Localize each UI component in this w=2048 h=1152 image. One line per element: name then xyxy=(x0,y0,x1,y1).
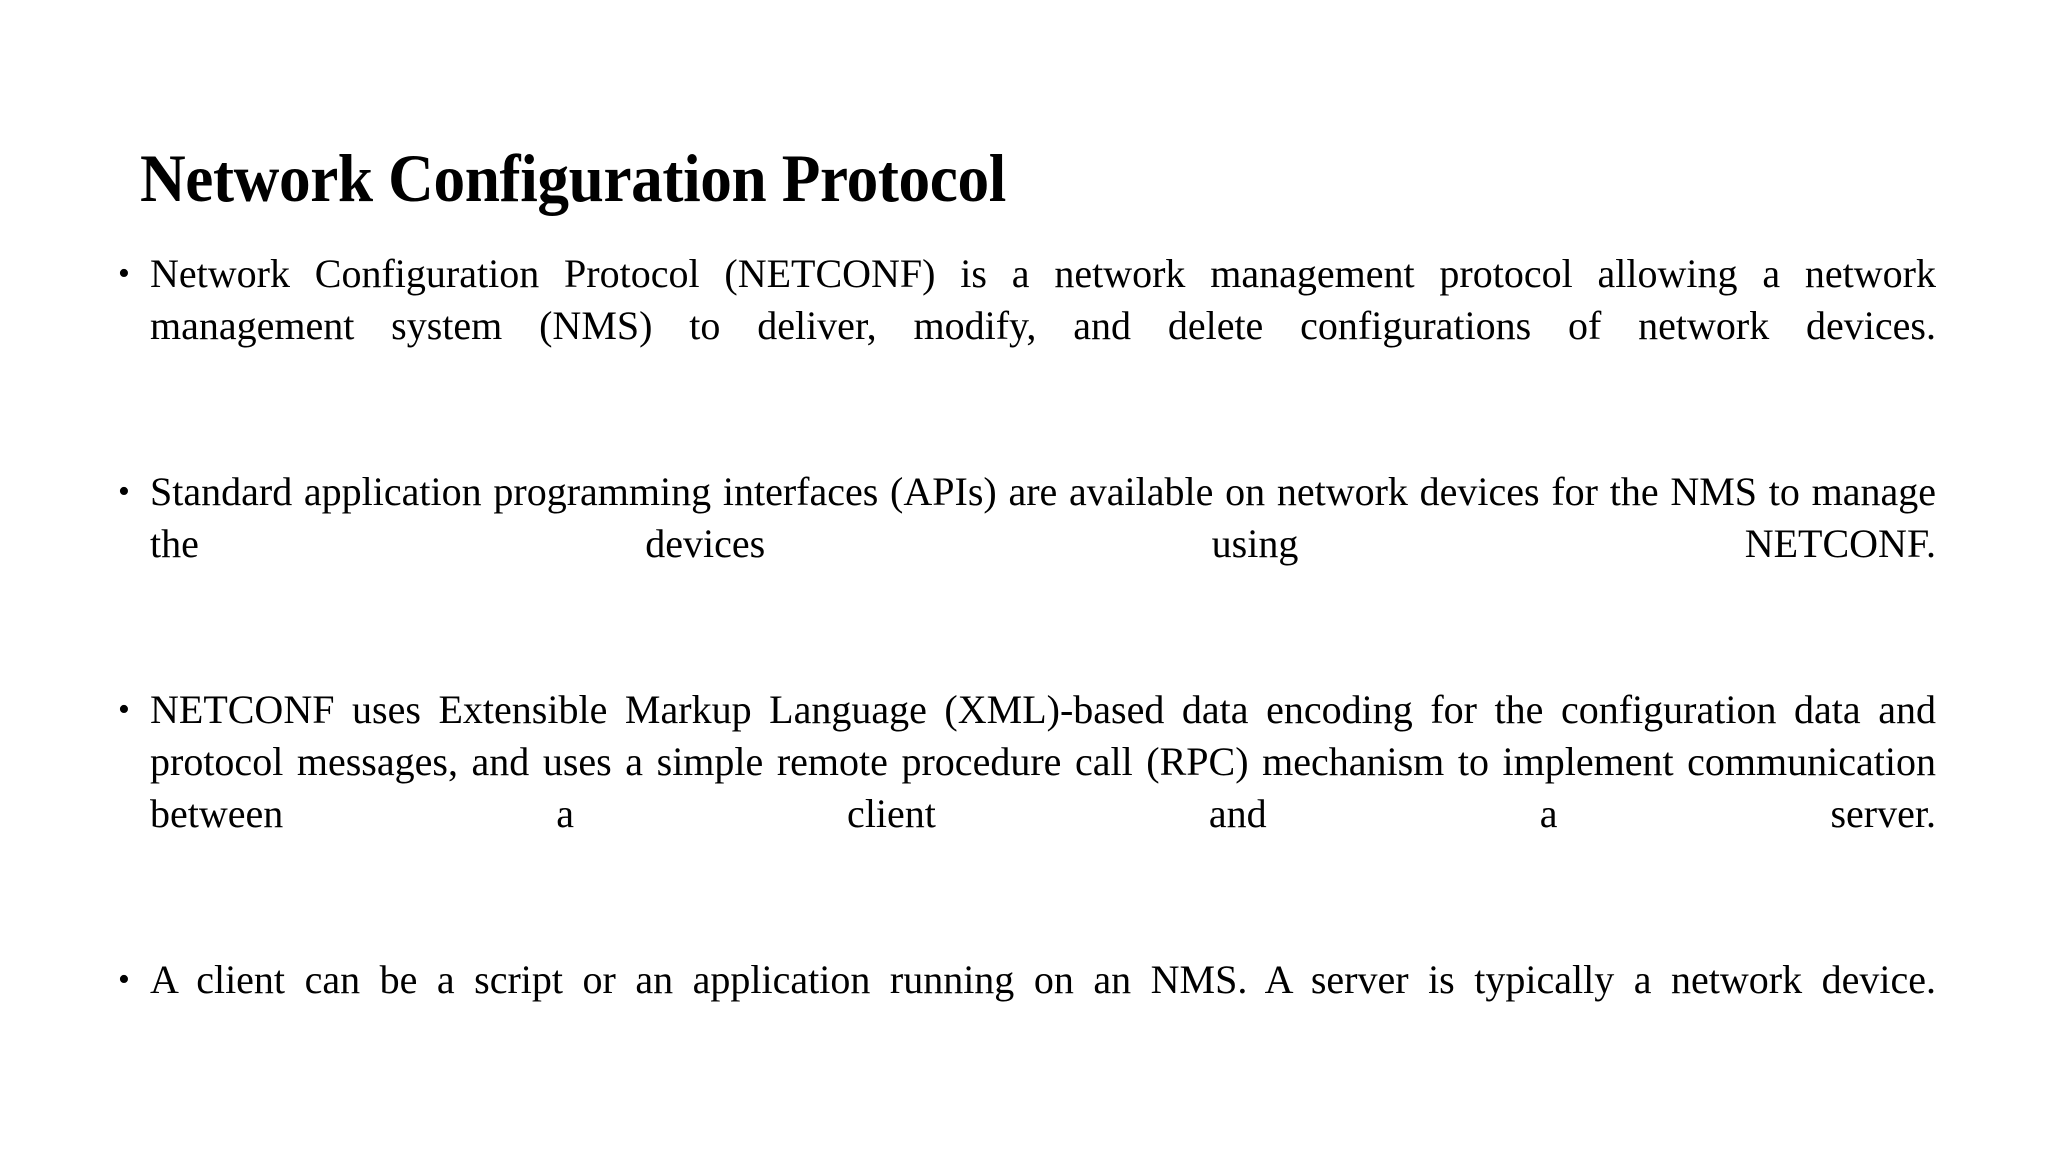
list-item: • A client can be a script or an applica… xyxy=(118,954,1936,1058)
list-item: • NETCONF uses Extensible Markup Languag… xyxy=(118,684,1936,892)
list-item-text: A client can be a script or an applicati… xyxy=(150,957,1936,1002)
bullet-point-icon: • xyxy=(118,691,130,728)
list-item: • Network Configuration Protocol (NETCON… xyxy=(118,248,1936,404)
bullet-list: • Network Configuration Protocol (NETCON… xyxy=(118,248,1936,1058)
bullet-point-icon: • xyxy=(118,255,130,292)
list-item-text: Network Configuration Protocol (NETCONF)… xyxy=(150,251,1936,348)
bullet-point-icon: • xyxy=(118,961,130,998)
page-title: Network Configuration Protocol xyxy=(140,139,1006,216)
bullet-point-icon: • xyxy=(118,473,130,510)
list-item: • Standard application programming inter… xyxy=(118,466,1936,622)
list-item-text: NETCONF uses Extensible Markup Language … xyxy=(150,687,1936,836)
list-item-text: Standard application programming interfa… xyxy=(150,469,1936,566)
